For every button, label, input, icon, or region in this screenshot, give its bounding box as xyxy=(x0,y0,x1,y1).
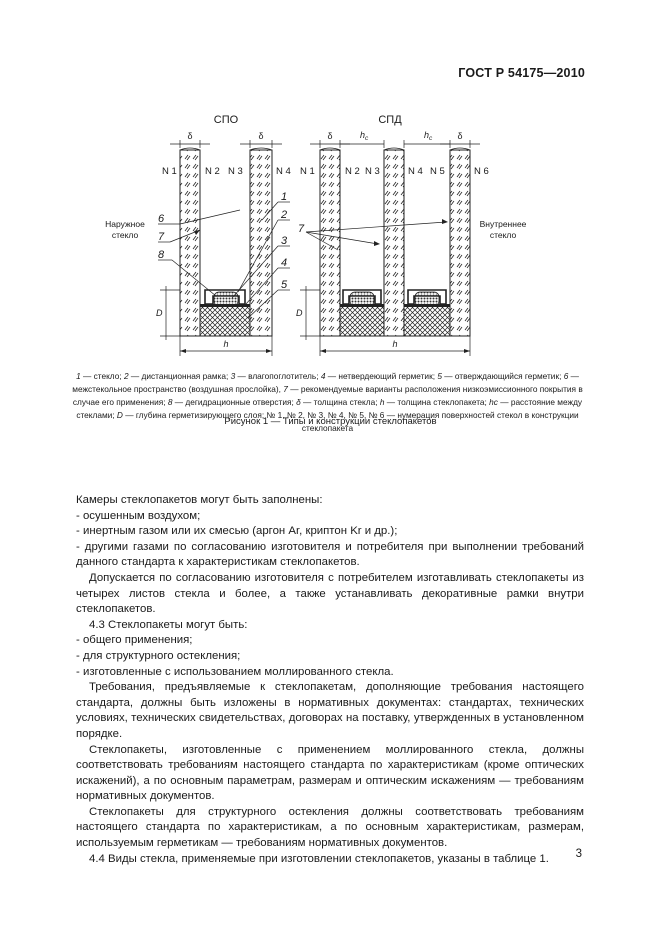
right-unit-title: СПД xyxy=(378,114,402,126)
callout-number: 2 xyxy=(280,209,287,221)
h-label: h xyxy=(392,339,397,349)
h-label: h xyxy=(223,339,228,349)
figure-caption: Рисунок 1 — Типы и конструкции стеклопак… xyxy=(224,416,437,427)
glass-unit-diagram: СПО δ δ N 1 N 2 N 3 N 4 Наружное стекло … xyxy=(105,114,527,356)
outer-glass-label: Наружное xyxy=(105,219,145,229)
inner-glass-label: Внутреннее xyxy=(480,219,527,229)
section-heading: 4.4 Виды стекла, применяемые при изготов… xyxy=(89,852,549,865)
figure-legend: 1 — стекло; 2 — дистанционная рамка; 3 —… xyxy=(72,371,583,433)
surface-label: N 5 xyxy=(430,166,445,177)
callout-number: 7 xyxy=(298,223,305,235)
glass-pane-2 xyxy=(383,149,405,337)
surface-label: N 4 xyxy=(408,166,423,177)
D-label: D xyxy=(296,308,303,318)
glass-pane-1 xyxy=(179,149,201,337)
hc-label: hc xyxy=(424,130,433,142)
surface-label: N 3 xyxy=(228,166,243,177)
surface-label: N 1 xyxy=(162,166,177,177)
list-item: - для структурного остекления; xyxy=(76,649,241,662)
section-heading: 4.3 Стеклопакеты могут быть: xyxy=(89,618,248,631)
surface-label: N 3 xyxy=(365,166,380,177)
surface-label: N 2 xyxy=(345,166,360,177)
list-item: - общего применения; xyxy=(76,634,193,647)
list-item: - изготовленные с использованием моллиро… xyxy=(76,665,394,678)
paragraph: Стеклопакеты для структурного остекления… xyxy=(76,805,584,850)
delta-label: δ xyxy=(327,131,332,141)
left-unit-title: СПО xyxy=(214,114,239,126)
secondary-sealant xyxy=(199,305,251,337)
outer-glass-label: стекло xyxy=(112,230,139,240)
paragraph: Допускается по согласованию изготовителя… xyxy=(76,571,584,616)
callout-number: 7 xyxy=(158,231,165,243)
surface-label: N 4 xyxy=(276,166,291,177)
callout-number: 1 xyxy=(281,191,287,203)
page-number: 3 xyxy=(575,848,582,860)
list-item: - осушенным воздухом; xyxy=(76,509,201,522)
callout-number: 3 xyxy=(281,235,288,247)
glass-pane-1 xyxy=(319,149,341,337)
list-item: - другими газами по согласованию изготов… xyxy=(76,540,584,569)
callout-number: 6 xyxy=(158,213,165,225)
delta-label: δ xyxy=(457,131,462,141)
surface-label: N 6 xyxy=(474,166,489,177)
document-header: ГОСТ Р 54175—2010 xyxy=(458,66,585,80)
glass-pane-2 xyxy=(249,149,273,337)
paragraph: Стеклопакеты, изготовленные с применение… xyxy=(76,743,584,803)
D-label: D xyxy=(156,308,163,318)
figure-glass-units: СПО δ δ N 1 N 2 N 3 N 4 Наружное стекло … xyxy=(0,0,661,420)
surface-label: N 1 xyxy=(300,166,315,177)
delta-label: δ xyxy=(187,131,192,141)
callout-number: 5 xyxy=(281,279,288,291)
list-item: - инертным газом или их смесью (аргон Ar… xyxy=(76,525,398,538)
callout-number: 8 xyxy=(158,249,165,261)
surface-label: N 2 xyxy=(205,166,220,177)
paragraph: Камеры стеклопакетов могут быть заполнен… xyxy=(76,494,323,506)
desiccant xyxy=(213,291,239,307)
delta-label: δ xyxy=(258,131,263,141)
paragraph: Требования, предъявляемые к стеклопакета… xyxy=(76,681,584,740)
callout-number: 4 xyxy=(281,257,287,269)
glass-pane-3 xyxy=(449,149,471,337)
body-text: Камеры стеклопакетов могут быть заполнен… xyxy=(76,493,584,867)
inner-glass-label: стекло xyxy=(490,230,517,240)
hc-label: hc xyxy=(360,130,369,142)
